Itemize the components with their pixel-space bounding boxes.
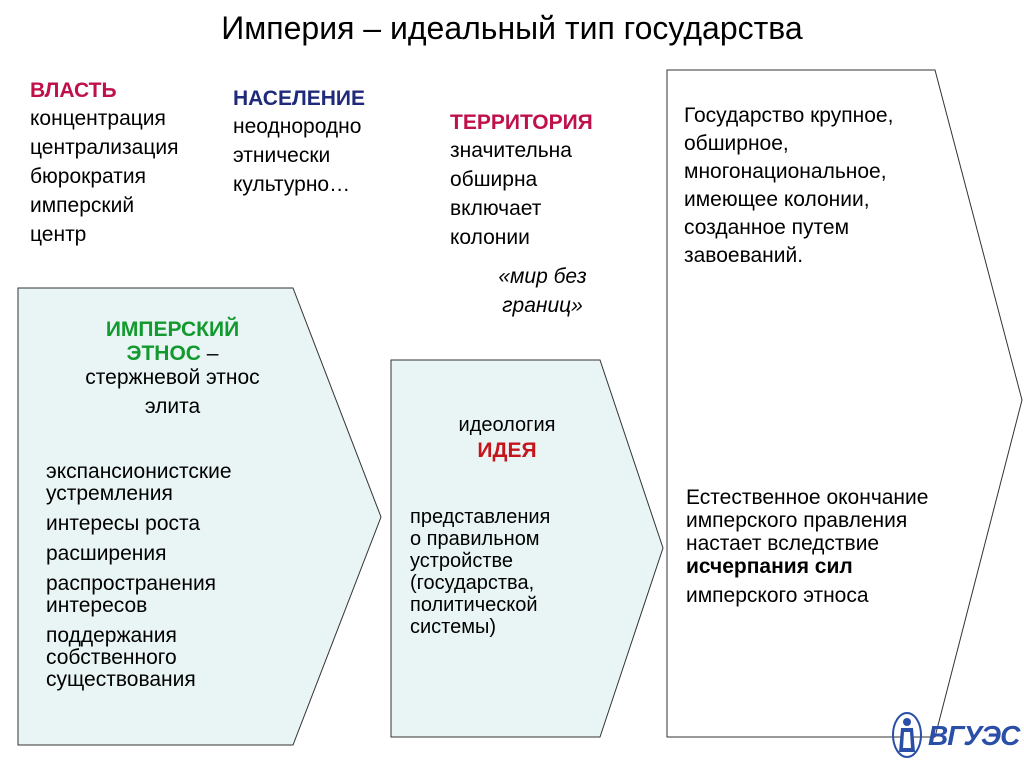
- naselenie-column: НАСЕЛЕНИЕ неоднородно этнически культурн…: [233, 86, 365, 199]
- logo-text: ВГУЭС: [928, 720, 1020, 751]
- territoriya-column: ТЕРРИТОРИЯ значительна обширна включает …: [450, 110, 593, 252]
- etnos-header: ИМПЕРСКИЙ ЭТНОС – стержневой этнос элита: [40, 318, 305, 419]
- territoriya-item: значительна: [450, 139, 572, 162]
- vlast-item: бюрократия: [30, 165, 146, 188]
- territoriya-heading: ТЕРРИТОРИЯ: [450, 111, 593, 134]
- naselenie-item: неоднородно: [233, 115, 362, 138]
- etnos-elite: элита: [144, 395, 201, 418]
- ideya-text: представления о правильном устройстве (г…: [410, 506, 551, 638]
- ideya-arrow-shape: [390, 359, 664, 738]
- etnos-subtitle: стержневой этнос: [85, 366, 260, 389]
- vgues-logo: ВГУЭС: [890, 710, 1020, 762]
- emblem-figure-icon: [892, 712, 922, 758]
- naselenie-item: этнически: [233, 144, 331, 167]
- naselenie-heading: НАСЕЛЕНИЕ: [233, 87, 365, 110]
- etnos-arrow-shape: [17, 287, 382, 746]
- etnos-dash: –: [200, 342, 219, 365]
- etnos-heading: ИМПЕРСКИЙ: [105, 318, 240, 341]
- etnos-heading-row: ЭТНОС –: [40, 342, 305, 366]
- vlast-heading: ВЛАСТЬ: [30, 79, 117, 102]
- ideya-label: идеология: [458, 414, 556, 436]
- ideya-heading: ИДЕЯ: [477, 439, 537, 462]
- vlast-column: ВЛАСТЬ концентрация централизация бюрокр…: [30, 78, 178, 249]
- state-arrow-shape: [666, 69, 1023, 738]
- etnos-list-item: поддержания собственного существования: [46, 624, 196, 691]
- ideya-header: идеология ИДЕЯ: [412, 412, 602, 464]
- territoriya-quote: «мир без границ»: [440, 262, 645, 320]
- territoriya-quote-line: границ»: [502, 294, 583, 317]
- page-title: Империя – идеальный тип государства: [221, 10, 803, 46]
- state-description: Государство крупное, обширное, многонаци…: [684, 104, 894, 267]
- territoriya-item: обширна: [450, 168, 538, 191]
- state-ending: Естественное окончание имперского правле…: [686, 486, 996, 607]
- etnos-list-item: интересы роста: [46, 512, 201, 535]
- territoriya-quote-line: «мир без: [498, 265, 587, 288]
- territoriya-item: колонии: [450, 226, 530, 249]
- territoriya-item: включает: [450, 197, 542, 220]
- vlast-item: централизация: [30, 136, 179, 159]
- etnos-list: экспансионистские устремления интересы р…: [46, 461, 326, 691]
- vlast-item: концентрация: [30, 107, 166, 130]
- etnos-list-item: распространения интересов: [46, 572, 217, 617]
- naselenie-item: культурно…: [233, 173, 351, 196]
- etnos-heading-2: ЭТНОС: [126, 342, 201, 365]
- vlast-item: имперский: [30, 194, 135, 217]
- etnos-list-item: расширения: [46, 542, 167, 565]
- state-ending-bold: исчерпания сил: [686, 555, 853, 578]
- vlast-item: центр: [30, 223, 87, 246]
- etnos-list-item: экспансионистские устремления: [46, 460, 232, 505]
